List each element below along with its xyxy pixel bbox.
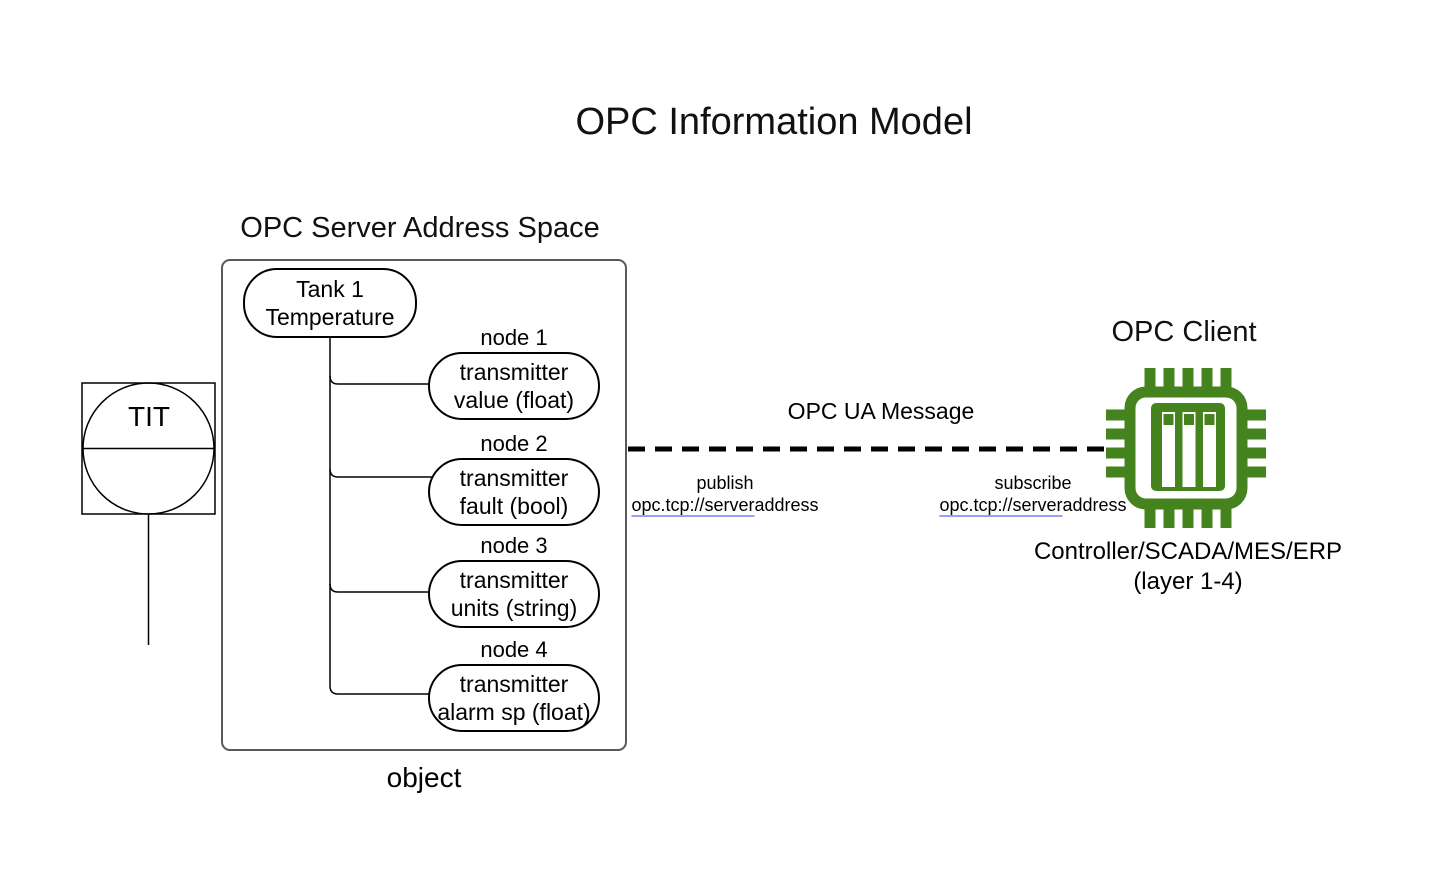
subscribe-url-link[interactable]: opc.tcp://server bbox=[939, 495, 1063, 517]
node-2-line2: fault (bool) bbox=[459, 493, 569, 519]
node-4-line2: alarm sp (float) bbox=[437, 699, 591, 725]
publish-action-label: publish bbox=[696, 473, 754, 493]
node-3-label: node 3 bbox=[480, 533, 548, 558]
node-4-bubble: transmitter alarm sp (float) bbox=[428, 664, 600, 732]
node-3-bubble: transmitter units (string) bbox=[428, 560, 600, 628]
instrument-tag-label: TIT bbox=[128, 401, 170, 432]
root-node-line1: Tank 1 bbox=[296, 276, 364, 302]
opc-client-heading: OPC Client bbox=[1111, 316, 1257, 348]
node-3-line2: units (string) bbox=[450, 595, 578, 621]
object-caption: object bbox=[386, 762, 462, 793]
page-title: OPC Information Model bbox=[575, 101, 973, 143]
client-caption-line2: (layer 1-4) bbox=[1133, 568, 1243, 595]
node-2-label: node 2 bbox=[480, 431, 548, 456]
publish-url-link[interactable]: opc.tcp://server bbox=[631, 495, 755, 517]
opc-ua-message-label: OPC UA Message bbox=[787, 398, 975, 424]
publish-url: opc.tcp://serveraddress bbox=[631, 494, 819, 517]
node-1-line1: transmitter bbox=[459, 359, 569, 385]
node-4-label: node 4 bbox=[480, 637, 548, 662]
client-caption-line1: Controller/SCADA/MES/ERP bbox=[1033, 538, 1343, 565]
node-4-line1: transmitter bbox=[459, 671, 569, 697]
node-2-bubble: transmitter fault (bool) bbox=[428, 458, 600, 526]
root-node-line2: Temperature bbox=[265, 304, 395, 330]
subscribe-url-rest: address bbox=[1062, 495, 1127, 515]
node-1-label: node 1 bbox=[480, 325, 548, 350]
subscribe-url: opc.tcp://serveraddress bbox=[939, 494, 1127, 517]
server-address-space-heading: OPC Server Address Space bbox=[240, 212, 600, 244]
root-node-bubble: Tank 1 Temperature bbox=[243, 268, 417, 338]
node-3-line1: transmitter bbox=[459, 567, 569, 593]
node-1-line2: value (float) bbox=[453, 387, 575, 413]
publish-annotation: publish opc.tcp://serveraddress bbox=[631, 472, 819, 517]
chip-icon bbox=[1106, 368, 1266, 528]
subscribe-action-label: subscribe bbox=[994, 473, 1072, 493]
server-address-space-box bbox=[221, 259, 627, 751]
publish-url-rest: address bbox=[754, 495, 819, 515]
node-2-line1: transmitter bbox=[459, 465, 569, 491]
node-1-bubble: transmitter value (float) bbox=[428, 352, 600, 420]
client-caption: Controller/SCADA/MES/ERP (layer 1-4) bbox=[1034, 537, 1342, 597]
subscribe-annotation: subscribe opc.tcp://serveraddress bbox=[939, 472, 1127, 517]
